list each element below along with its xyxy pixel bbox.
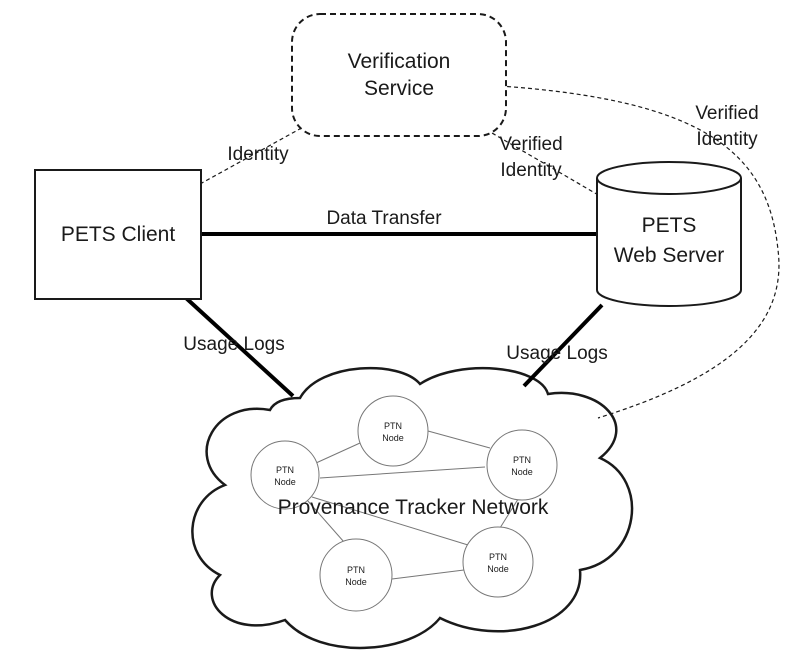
ptn-node: PTN Node	[319, 538, 393, 612]
verified-identity-label: Verified	[499, 134, 562, 155]
verified-identity-label: Verified	[695, 103, 758, 124]
ptn-node: PTN Node	[462, 526, 534, 598]
identity-label: Identity	[227, 144, 289, 165]
ptn-node-label: PTN	[347, 565, 365, 575]
verified-identity-server-connector	[479, 125, 601, 197]
usage-logs-server-connector	[522, 303, 604, 388]
provenance-network-label: Provenance Tracker Network	[278, 496, 549, 519]
verification-service-label: Service	[364, 77, 434, 100]
ptn-node-label: PTN	[276, 465, 294, 475]
ptn-node: PTN Node	[250, 440, 320, 510]
ptn-node-label: Node	[382, 433, 404, 443]
verified-identity-network-connector	[499, 85, 780, 419]
data-transfer-label: Data Transfer	[326, 208, 442, 229]
usage-logs-client-connector	[184, 296, 295, 398]
ptn-node-links	[306, 430, 521, 580]
usage-logs-label: Usage Logs	[183, 334, 284, 355]
pets-client: PETS Client	[34, 169, 202, 300]
ptn-node-label: Node	[511, 467, 533, 477]
verification-service: Verification Service	[291, 13, 507, 137]
pets-web-server-label: Web Server	[614, 244, 725, 267]
ptn-node-label: Node	[274, 477, 296, 487]
verified-identity-label: Identity	[500, 160, 562, 181]
ptn-node: PTN Node	[486, 429, 558, 501]
usage-logs-label: Usage Logs	[506, 343, 607, 364]
verified-identity-label: Identity	[696, 129, 758, 150]
pets-web-server-label: PETS	[642, 214, 697, 237]
ptn-node: PTN Node	[357, 395, 429, 467]
identity-connector	[199, 119, 317, 185]
pets-client-label: PETS Client	[61, 223, 176, 246]
ptn-node-label: PTN	[489, 552, 507, 562]
ptn-node-label: Node	[345, 577, 367, 587]
verification-service-label: Verification	[348, 50, 451, 73]
ptn-node-label: Node	[487, 564, 509, 574]
pets-web-server: PETS Web Server	[596, 161, 742, 307]
ptn-node-label: PTN	[513, 455, 531, 465]
ptn-node-label: PTN	[384, 421, 402, 431]
